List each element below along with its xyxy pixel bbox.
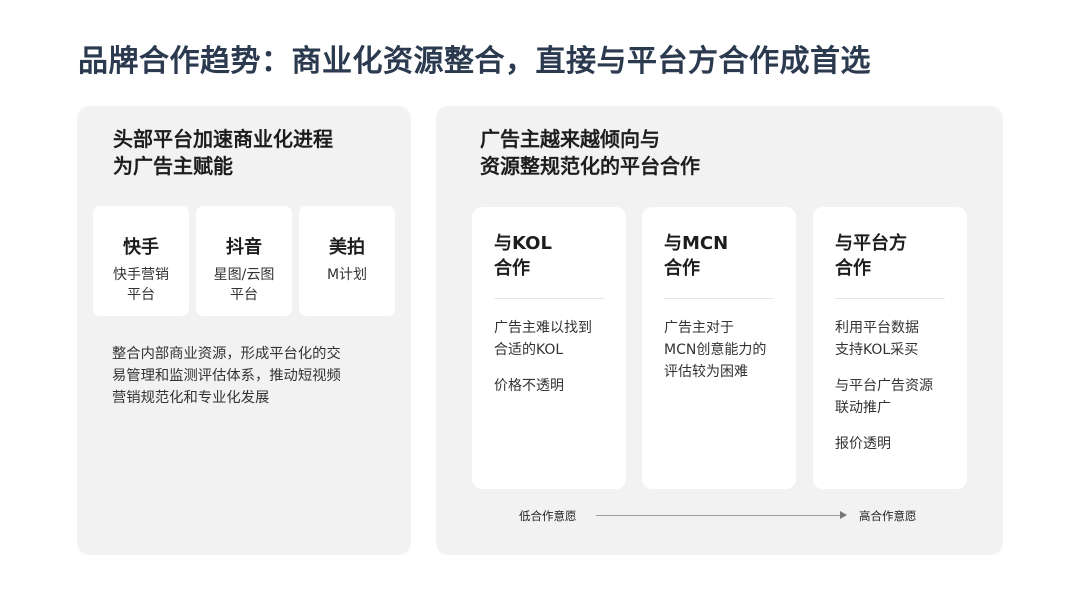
description-line: 营销规范化和专业化发展 xyxy=(112,390,270,406)
right-heading-line: 资源整规范化的平台合作 xyxy=(480,154,700,178)
description-line: 整合内部商业资源，形成平台化的交 xyxy=(112,346,341,362)
card-points: 广告主难以找到 合适的KOL 价格不透明 xyxy=(494,317,624,411)
card-divider xyxy=(664,298,774,299)
card-title: 与平台方 合作 xyxy=(835,231,907,281)
card-point-line: 支持KOL采买 xyxy=(835,342,919,358)
card-point-line: 联动推广 xyxy=(835,400,891,416)
card-points: 广告主对于 MCN创意能力的 评估较为困难 xyxy=(664,317,794,397)
cooperation-card-kol: 与KOL 合作 广告主难以找到 合适的KOL 价格不透明 xyxy=(472,207,626,489)
platform-desc: 快手营销 平台 xyxy=(93,265,189,305)
platform-name: 快手 xyxy=(123,237,159,258)
axis-high-label: 高合作意愿 xyxy=(859,509,917,523)
card-title: 与MCN 合作 xyxy=(664,231,728,281)
platform-desc: 星图/云图 平台 xyxy=(196,265,292,305)
card-point: 利用平台数据 支持KOL采买 xyxy=(835,317,965,361)
card-point-line: 利用平台数据 xyxy=(835,320,919,336)
right-panel-heading: 广告主越来越倾向与 资源整规范化的平台合作 xyxy=(480,126,700,180)
card-point: 与平台广告资源 联动推广 xyxy=(835,375,965,419)
card-point-line: 广告主难以找到 xyxy=(494,320,592,336)
card-points: 利用平台数据 支持KOL采买 与平台广告资源 联动推广 报价透明 xyxy=(835,317,965,469)
left-heading-line: 头部平台加速商业化进程 xyxy=(113,127,333,151)
card-title-line: 与平台方 xyxy=(835,233,907,254)
right-heading-line: 广告主越来越倾向与 xyxy=(480,127,660,151)
platform-card-meipai: 美拍 M计划 xyxy=(299,206,395,316)
card-divider xyxy=(494,298,604,299)
card-title: 与KOL 合作 xyxy=(494,231,552,281)
left-panel-heading: 头部平台加速商业化进程 为广告主赋能 xyxy=(113,126,333,180)
card-point: 广告主对于 MCN创意能力的 评估较为困难 xyxy=(664,317,794,383)
right-panel: 广告主越来越倾向与 资源整规范化的平台合作 与KOL 合作 广告主难以找到 合适… xyxy=(436,106,1003,555)
platform-desc-line: 快手营销 xyxy=(113,267,169,283)
arrow-right-icon xyxy=(840,511,847,519)
page-title: 品牌合作趋势：商业化资源整合，直接与平台方合作成首选 xyxy=(78,44,871,79)
card-point-line: 报价透明 xyxy=(835,436,891,452)
platform-name: 美拍 xyxy=(329,237,365,258)
platform-card-kuaishou: 快手 快手营销 平台 xyxy=(93,206,189,316)
platform-name: 抖音 xyxy=(226,237,262,258)
card-point-line: 广告主对于 xyxy=(664,320,734,336)
platform-card-douyin: 抖音 星图/云图 平台 xyxy=(196,206,292,316)
platform-desc: M计划 xyxy=(299,265,395,285)
left-panel: 头部平台加速商业化进程 为广告主赋能 快手 快手营销 平台 抖音 星图/云图 平… xyxy=(77,106,411,555)
card-point: 报价透明 xyxy=(835,433,965,455)
card-title-line: 合作 xyxy=(835,258,871,279)
platform-desc-line: 平台 xyxy=(230,287,258,303)
platform-desc-line: M计划 xyxy=(326,267,368,283)
card-title-line: 合作 xyxy=(494,258,530,279)
cooperation-card-mcn: 与MCN 合作 广告主对于 MCN创意能力的 评估较为困难 xyxy=(642,207,796,489)
card-point-line: 价格不透明 xyxy=(494,378,564,394)
platform-desc-line: 星图/云图 xyxy=(213,267,275,283)
card-title-line: 与KOL xyxy=(494,233,552,254)
description-line: 易管理和监测评估体系，推动短视频 xyxy=(112,368,341,384)
card-point-line: 评估较为困难 xyxy=(664,364,748,380)
axis-line xyxy=(596,515,842,516)
card-point: 价格不透明 xyxy=(494,375,624,397)
card-point-line: 与平台广告资源 xyxy=(835,378,933,394)
card-divider xyxy=(835,298,945,299)
platform-desc-line: 平台 xyxy=(127,287,155,303)
card-point-line: 合适的KOL xyxy=(494,342,564,358)
left-heading-line: 为广告主赋能 xyxy=(113,154,233,178)
card-point: 广告主难以找到 合适的KOL xyxy=(494,317,624,361)
card-point-line: MCN创意能力的 xyxy=(664,342,767,358)
card-title-line: 合作 xyxy=(664,258,700,279)
cooperation-card-platform: 与平台方 合作 利用平台数据 支持KOL采买 与平台广告资源 联动推广 报价透明 xyxy=(813,207,967,489)
left-panel-description: 整合内部商业资源，形成平台化的交 易管理和监测评估体系，推动短视频 营销规范化和… xyxy=(112,343,384,409)
axis-low-label: 低合作意愿 xyxy=(519,509,577,523)
card-title-line: 与MCN xyxy=(664,233,729,254)
